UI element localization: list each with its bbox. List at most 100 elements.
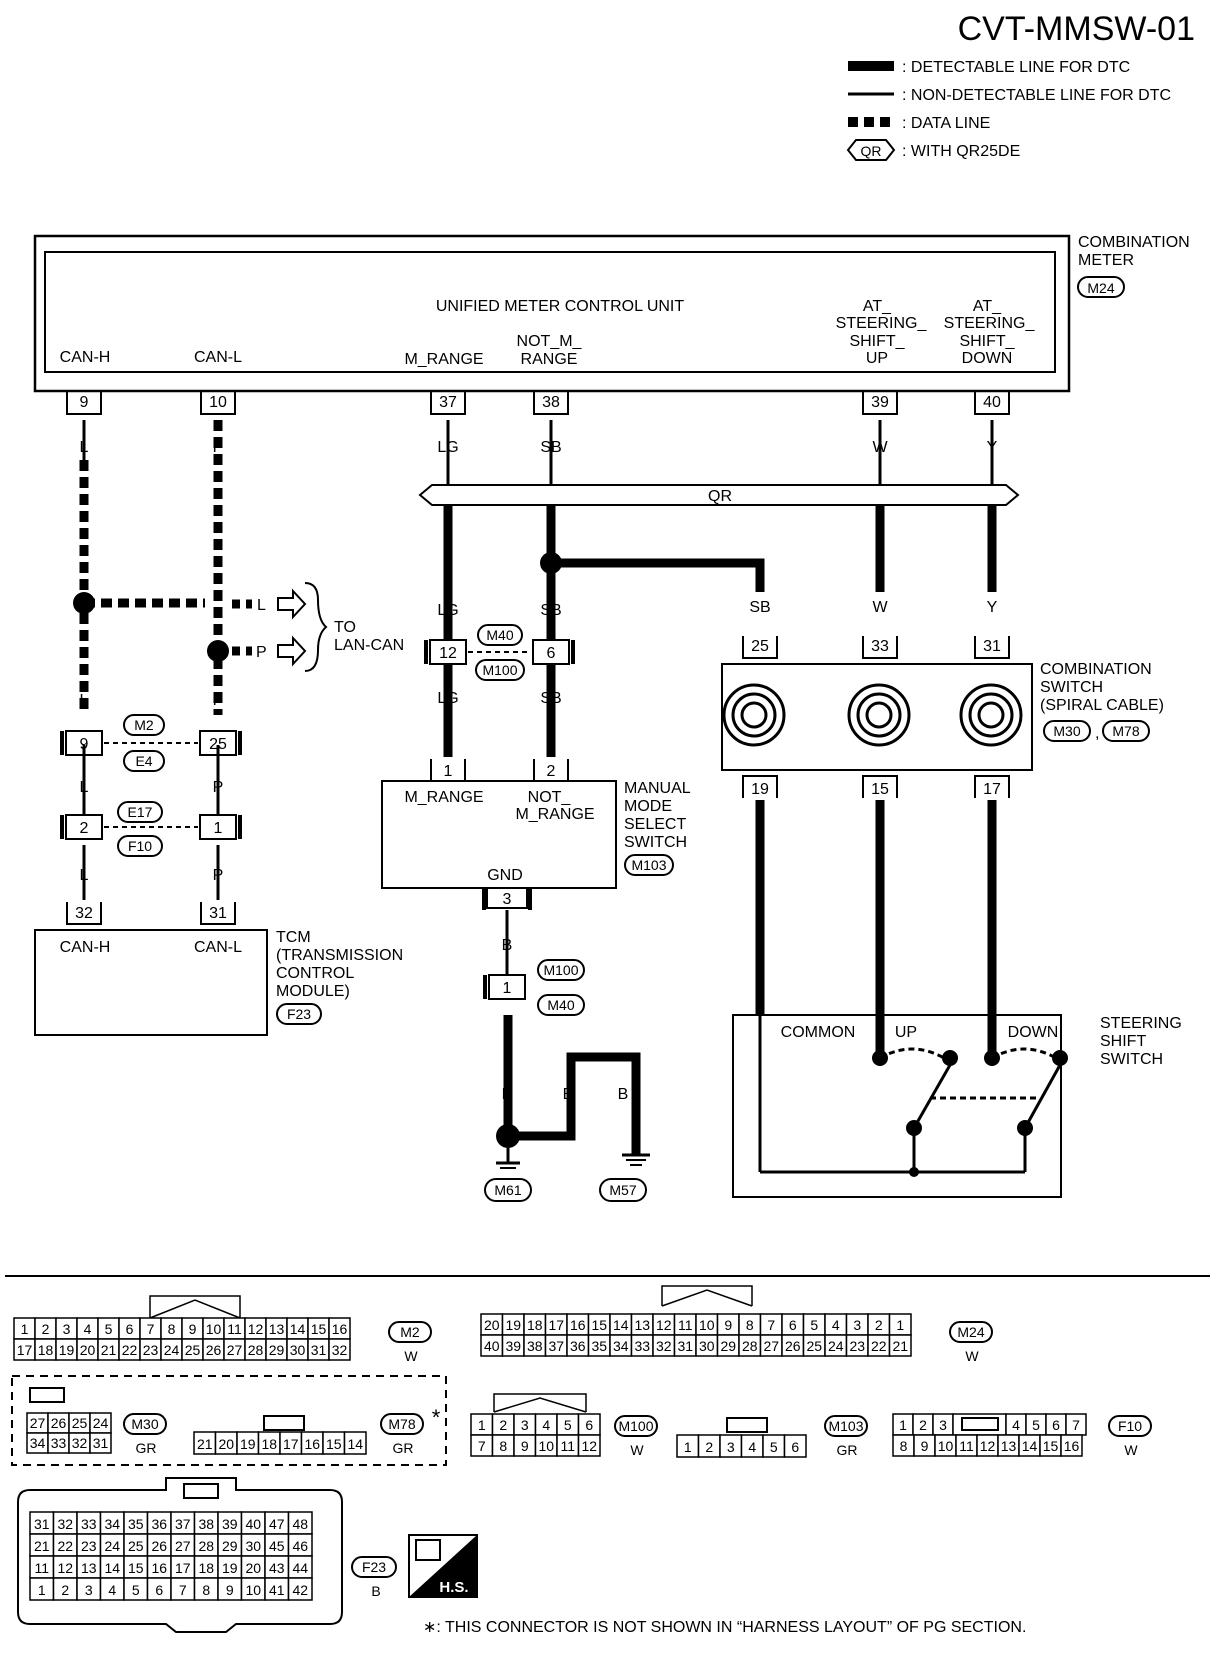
- connector-id-oval: [614, 1415, 658, 1437]
- pin-number: 27: [227, 1342, 243, 1358]
- connector-latch: [183, 1483, 219, 1499]
- conn-m2-color: W: [404, 1348, 418, 1364]
- pin-number: 5: [770, 1439, 778, 1455]
- pin-cell: [89, 1432, 112, 1454]
- wire-b-3: B: [563, 1086, 574, 1103]
- mms-label-2: MODE: [624, 798, 672, 815]
- connector-latch: [661, 1285, 753, 1307]
- pin-number: 46: [292, 1538, 308, 1554]
- pin-cell: [328, 1338, 351, 1361]
- lan-p-label: P: [256, 644, 267, 661]
- tcm-can-l: CAN-L: [194, 939, 242, 956]
- mms-pin-2: 2: [547, 763, 556, 780]
- pin-number: 15: [326, 1436, 342, 1452]
- cs-label-1: COMBINATION: [1040, 661, 1152, 678]
- pin-label-not-1: NOT_M_: [517, 333, 583, 350]
- qr-bus-label: QR: [708, 488, 732, 505]
- pin-number: 48: [292, 1516, 308, 1532]
- joint-pin-9: 9: [80, 736, 89, 753]
- joint-pin-25: 25: [209, 736, 227, 753]
- pin-number: 34: [30, 1435, 46, 1451]
- can-l-splice: [207, 640, 229, 662]
- tcm-label-1: TCM: [276, 929, 311, 946]
- pin-label-not-2: RANGE: [521, 351, 578, 368]
- pin-number: 1: [684, 1439, 692, 1455]
- wire-sb-4: SB: [540, 690, 561, 707]
- joint-pin-2: 2: [80, 820, 89, 837]
- connector-latch: [493, 1393, 587, 1413]
- pin-number: 2: [705, 1439, 713, 1455]
- pin-number: 39: [222, 1516, 238, 1532]
- pin-cell: [783, 1434, 807, 1458]
- lan-can-label: LAN-CAN: [334, 637, 404, 654]
- pin-number: 6: [126, 1321, 134, 1337]
- pin-cell: [287, 1577, 313, 1601]
- tcm-conn: F23: [287, 1006, 311, 1022]
- lan-to: TO: [334, 619, 356, 636]
- pin-number: 18: [527, 1317, 543, 1333]
- cs-conn-2: M78: [1112, 723, 1139, 739]
- pin-number: 33: [51, 1435, 67, 1451]
- pin-number: 16: [332, 1321, 348, 1337]
- wire-y-1: Y: [987, 439, 998, 456]
- pin-number: 5: [132, 1582, 140, 1598]
- mms-label-1: MANUAL: [624, 780, 691, 797]
- pin-number: 43: [269, 1560, 285, 1576]
- gjoint-m100: M100: [543, 962, 578, 978]
- hs-label: H.S.: [439, 1579, 468, 1596]
- pin-number: 26: [51, 1415, 67, 1431]
- cs-conn-1: M30: [1053, 723, 1080, 739]
- pin-number: 10: [245, 1582, 261, 1598]
- pin-cell: [577, 1434, 601, 1457]
- pin-number: 21: [101, 1342, 117, 1358]
- pin-number: 4: [108, 1582, 116, 1598]
- wire-y-2: Y: [987, 599, 998, 616]
- combination-meter: UNIFIED METER CONTROL UNIT COMBINATION M…: [33, 234, 1190, 393]
- pin-number: 4: [748, 1439, 756, 1455]
- pin-number: 18: [261, 1436, 277, 1452]
- combination-switch-spiral: 25 33 31 19 15 17 COMBINATION SWITCH (SP…: [721, 635, 1164, 798]
- pin-number: 34: [104, 1516, 120, 1532]
- pin-number: 24: [828, 1338, 844, 1354]
- conn-m2-id: M2: [400, 1324, 420, 1340]
- pin-number: 40: [245, 1516, 261, 1532]
- connector-id-oval: [380, 1413, 424, 1435]
- pin-number: 6: [155, 1582, 163, 1598]
- mms-pin-1: 1: [444, 763, 453, 780]
- connector-id-oval: [388, 1321, 432, 1343]
- joint-f10: F10: [128, 838, 152, 854]
- pin-number: 29: [720, 1338, 736, 1354]
- pin-number: 4: [1012, 1417, 1020, 1433]
- manual-mode-select-switch: 1 2 M_RANGE NOT_ M_RANGE GND MANUAL MODE…: [381, 758, 691, 910]
- meter-name-1: COMBINATION: [1078, 234, 1190, 251]
- pin-number: 17: [283, 1436, 299, 1452]
- pin-number: 40: [484, 1338, 500, 1354]
- pin-number: 45: [269, 1538, 285, 1554]
- pin-number: 3: [521, 1417, 529, 1433]
- conn-m100-color: W: [630, 1442, 644, 1458]
- pin-label-dn-2: STEERING_: [944, 315, 1036, 332]
- can-h-splice: [73, 592, 95, 614]
- pin-number: 27: [763, 1338, 779, 1354]
- pin-number: 31: [93, 1435, 109, 1451]
- pin-number: 5: [105, 1321, 113, 1337]
- pin-number: 12: [656, 1317, 672, 1333]
- pin-number: 1: [478, 1417, 486, 1433]
- pin-number: 7: [767, 1317, 775, 1333]
- pin-number: 16: [1064, 1438, 1080, 1454]
- pin-number: 19: [240, 1436, 256, 1452]
- pin-number: 8: [746, 1317, 754, 1333]
- svg-text:,: ,: [1095, 725, 1099, 742]
- pin-number: 20: [80, 1342, 96, 1358]
- pin-number: 3: [727, 1439, 735, 1455]
- cs-label-2: SWITCH: [1040, 679, 1103, 696]
- pin-number: 27: [30, 1415, 46, 1431]
- pin-number: 13: [269, 1321, 285, 1337]
- conn-f10-color: W: [1124, 1442, 1138, 1458]
- hs-badge: H.S.: [408, 1534, 478, 1598]
- pin-number: 17: [17, 1342, 33, 1358]
- pin-number: 17: [548, 1317, 564, 1333]
- connector-latch: [29, 1387, 65, 1403]
- wire-b-2: B: [502, 1086, 513, 1103]
